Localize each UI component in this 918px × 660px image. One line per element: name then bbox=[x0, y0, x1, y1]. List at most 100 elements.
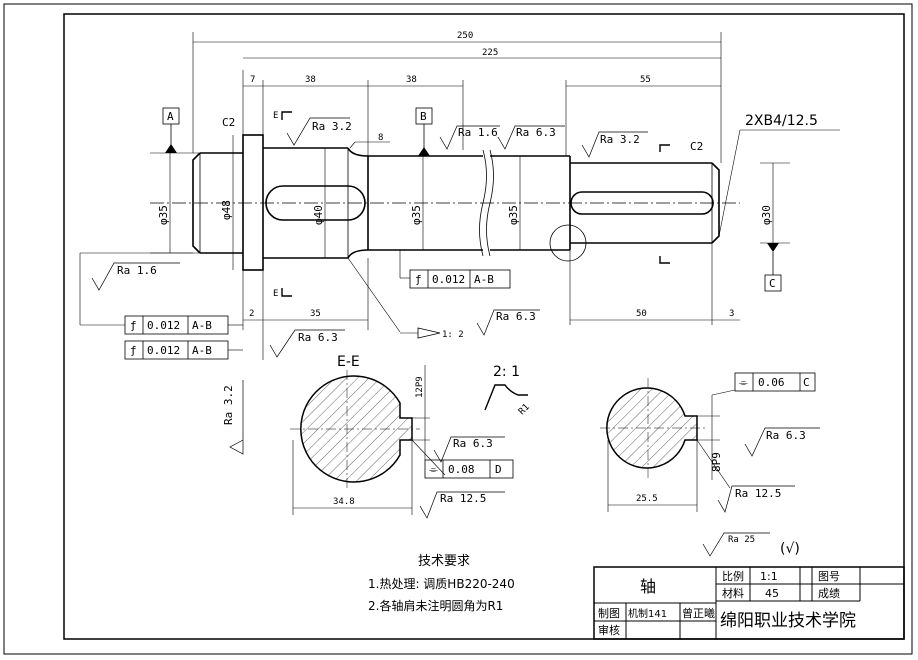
svg-text:ƒ: ƒ bbox=[130, 319, 137, 332]
svg-text:Ra 3.2: Ra 3.2 bbox=[312, 120, 352, 133]
symmetry-frame-d: ⌯ 0.08 D bbox=[424, 459, 514, 479]
svg-text:C: C bbox=[769, 277, 776, 290]
runout-frame-left-2: ƒ 0.012 A-B bbox=[124, 340, 229, 360]
school-name: 绵阳职业技术学院 bbox=[720, 611, 856, 631]
svg-text:Ra 12.5: Ra 12.5 bbox=[440, 492, 486, 505]
svg-text:⌯: ⌯ bbox=[429, 463, 438, 476]
diameter-40: φ40 bbox=[312, 205, 325, 225]
section-mark-e-bottom: E bbox=[273, 289, 278, 299]
dim-8p9: 8P9 bbox=[710, 452, 723, 472]
roughness-ra32-b: Ra 3.2 bbox=[581, 131, 648, 158]
roughness-ra63-c: Ra 6.3 bbox=[269, 329, 345, 358]
dim-12p9: 12P9 bbox=[415, 376, 425, 398]
drawn-label: 制图 bbox=[598, 607, 620, 620]
taper-marker: 1: 2 bbox=[400, 327, 464, 340]
svg-text:A-B: A-B bbox=[192, 319, 212, 332]
datum-b: B bbox=[415, 107, 433, 156]
svg-text:ƒ: ƒ bbox=[130, 344, 137, 357]
roughness-ra63-a: Ra 6.3 bbox=[497, 125, 565, 150]
grade-label: 成绩 bbox=[818, 587, 840, 600]
part-name: 轴 bbox=[640, 577, 656, 596]
drawn-name: 曾正曦 bbox=[682, 606, 715, 620]
svg-text:Ra 1.6: Ra 1.6 bbox=[458, 126, 498, 139]
detail-scale-label: 2: 1 bbox=[493, 364, 520, 380]
dim-35: 35 bbox=[310, 309, 321, 319]
svg-text:Ra 6.3: Ra 6.3 bbox=[516, 126, 556, 139]
svg-text:0.012: 0.012 bbox=[432, 273, 465, 286]
drawn-class: 机制141 bbox=[628, 607, 667, 620]
svg-text:R1: R1 bbox=[517, 402, 532, 417]
center-hole-spec: 2XB4/12.5 bbox=[745, 113, 818, 129]
svg-text:Ra 3.2: Ra 3.2 bbox=[600, 133, 640, 146]
svg-text:Ra 6.3: Ra 6.3 bbox=[766, 429, 806, 442]
tech-req-line2: 2.各轴肩未注明圆角为R1 bbox=[368, 598, 503, 613]
svg-text:Ra 6.3: Ra 6.3 bbox=[496, 310, 536, 323]
scale-label: 比例 bbox=[722, 569, 744, 583]
other-surface-mark: (√) bbox=[780, 541, 800, 557]
dim-50: 50 bbox=[636, 309, 647, 319]
svg-text:1: 2: 1: 2 bbox=[442, 330, 464, 340]
svg-text:A-B: A-B bbox=[474, 273, 494, 286]
runout-frame-mid: ƒ 0.012 A-B bbox=[400, 269, 511, 289]
roughness-ra25: Ra 25 bbox=[702, 532, 770, 557]
tech-req-line1: 1.热处理: 调质HB220-240 bbox=[368, 577, 515, 591]
dim-8: 8 bbox=[378, 133, 383, 143]
roughness-ra125-b: Ra 12.5 bbox=[717, 485, 795, 513]
roughness-ra16-a: Ra 1.6 bbox=[91, 262, 180, 291]
dim-225: 225 bbox=[482, 48, 498, 58]
svg-text:⌯: ⌯ bbox=[739, 376, 748, 389]
svg-text:A: A bbox=[167, 110, 174, 123]
svg-text:Ra 12.5: Ra 12.5 bbox=[735, 487, 781, 500]
diameter-35-left: φ35 bbox=[157, 205, 170, 225]
svg-text:Ra 6.3: Ra 6.3 bbox=[453, 437, 493, 450]
diameter-35-right: φ35 bbox=[507, 205, 520, 225]
roughness-ra32-a: Ra 3.2 bbox=[286, 117, 352, 146]
svg-text:D: D bbox=[495, 463, 502, 476]
section-e-e bbox=[290, 365, 446, 515]
svg-text:Ra 25: Ra 25 bbox=[728, 535, 755, 545]
diameter-30: φ30 bbox=[760, 205, 773, 225]
material-value: 45 bbox=[765, 587, 779, 600]
roughness-ra32-vertical: Ra 3.2 bbox=[222, 380, 244, 455]
svg-text:ƒ: ƒ bbox=[415, 273, 422, 286]
svg-text:0.08: 0.08 bbox=[448, 463, 475, 476]
svg-text:0.012: 0.012 bbox=[147, 319, 180, 332]
datum-c: C bbox=[764, 243, 782, 292]
svg-text:B: B bbox=[420, 110, 427, 123]
symmetry-frame-c: ⌯ 0.06 C bbox=[734, 372, 816, 392]
section-title-e-e: E-E bbox=[337, 354, 360, 370]
svg-text:A-B: A-B bbox=[192, 344, 212, 357]
svg-text:Ra 3.2: Ra 3.2 bbox=[222, 385, 235, 425]
svg-text:C: C bbox=[803, 376, 810, 389]
roughness-ra63-d: Ra 6.3 bbox=[433, 436, 505, 463]
outer-border bbox=[3, 3, 913, 655]
title-block bbox=[593, 566, 905, 640]
detail-view: R1 bbox=[484, 384, 532, 417]
roughness-ra125-a: Ra 12.5 bbox=[419, 491, 505, 519]
section-right bbox=[600, 378, 736, 512]
tech-req-title: 技术要求 bbox=[418, 554, 470, 569]
svg-text:0.06: 0.06 bbox=[758, 376, 785, 389]
dim-250: 250 bbox=[457, 31, 473, 41]
diameter-35-mid: φ35 bbox=[410, 205, 423, 225]
svg-text:Ra 6.3: Ra 6.3 bbox=[298, 331, 338, 344]
shaft-main-view bbox=[150, 134, 740, 271]
dim-55: 55 bbox=[640, 75, 651, 85]
diameter-48: φ48 bbox=[220, 200, 233, 220]
scale-value: 1:1 bbox=[760, 570, 778, 583]
dim-2: 2 bbox=[249, 309, 254, 319]
drawing-no-label: 图号 bbox=[818, 570, 840, 583]
dim-7: 7 bbox=[250, 75, 255, 85]
dim-3: 3 bbox=[729, 309, 734, 319]
roughness-ra63-b: Ra 6.3 bbox=[476, 309, 540, 336]
dimension-lines bbox=[79, 32, 840, 360]
dim-38-a: 38 bbox=[305, 75, 316, 85]
runout-frame-left-1: ƒ 0.012 A-B bbox=[124, 315, 229, 335]
inner-frame bbox=[63, 13, 905, 640]
section-mark-e-top: E bbox=[273, 111, 278, 121]
datum-a: A bbox=[162, 107, 180, 153]
dim-38-b: 38 bbox=[406, 75, 417, 85]
dim-25-5: 25.5 bbox=[636, 494, 658, 504]
checked-label: 审核 bbox=[598, 623, 620, 637]
